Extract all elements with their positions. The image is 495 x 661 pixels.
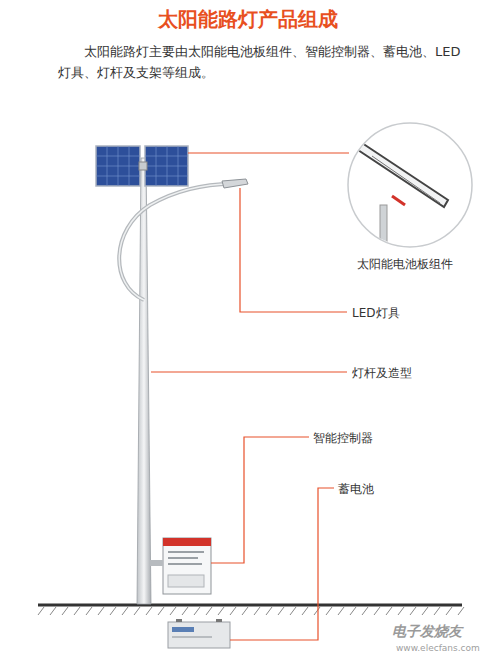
part-label: 智能控制器 [313, 429, 373, 448]
lamp-arm-highlight [119, 184, 232, 300]
lamp-pole [137, 158, 151, 604]
lamp-arm [119, 184, 232, 300]
ground-hatch [38, 607, 464, 615]
solar-panels [96, 146, 188, 186]
zoom-inset [348, 123, 472, 247]
part-label: 蓄电池 [338, 480, 374, 499]
led-lamp [222, 179, 248, 188]
part-label: LED灯具 [352, 304, 400, 323]
inset-panel [358, 143, 448, 265]
ground-line [38, 604, 462, 607]
watermark: 电子发烧友 [392, 620, 462, 642]
smart-controller [150, 538, 211, 594]
page-title: 太阳能路灯产品组成 [0, 6, 495, 33]
watermark: www.elecfans.com [396, 641, 480, 655]
part-label: 灯杆及造型 [352, 364, 412, 383]
battery [168, 619, 230, 648]
intro-text: 太阳能路灯主要由太阳能电池板组件、智能控制器、蓄电池、LED灯具、灯杆及支架等组… [58, 42, 470, 84]
leader-lines [151, 153, 349, 640]
part-label: 太阳能电池板组件 [357, 255, 453, 274]
